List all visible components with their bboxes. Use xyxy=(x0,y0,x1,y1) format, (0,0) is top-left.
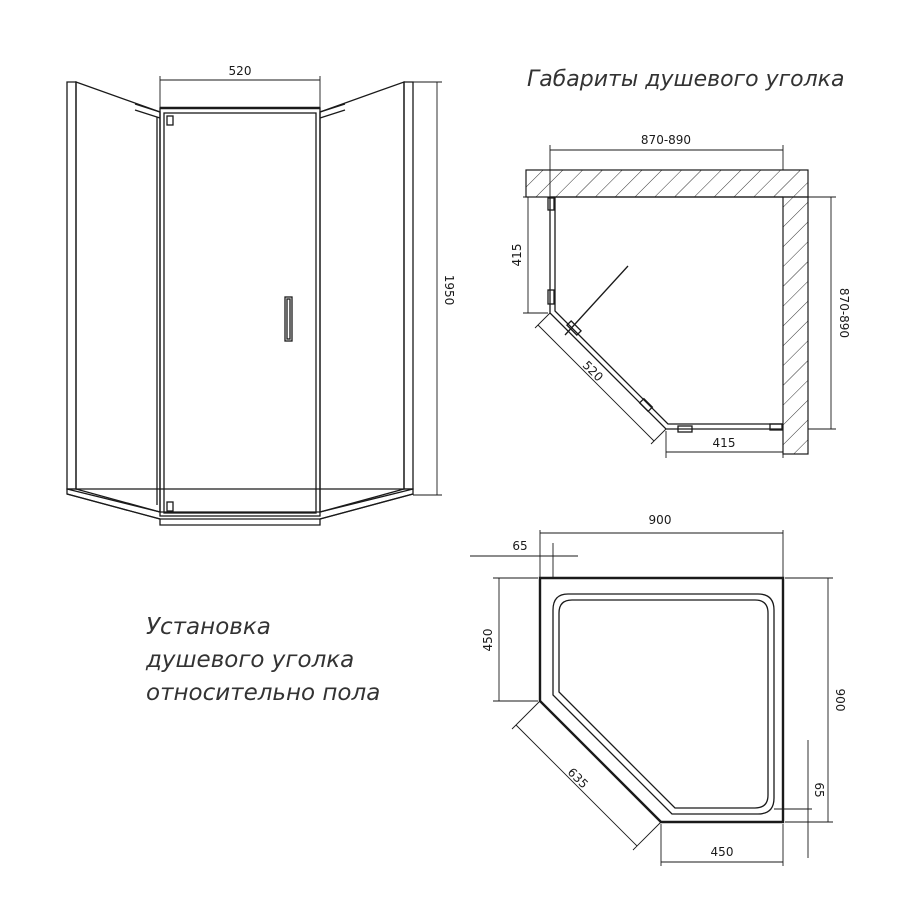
top-side-bottom-label: 415 xyxy=(713,436,736,450)
right-side-panel-edge xyxy=(403,81,414,490)
tray-outline xyxy=(538,576,785,824)
caption: Установка душевого уголка относительно п… xyxy=(145,614,380,706)
caption-line-1: Установка xyxy=(146,614,271,640)
caption-line-3: относительно пола xyxy=(146,680,380,706)
tray-offset-top-label: 65 xyxy=(512,539,527,553)
hinge-bottom xyxy=(166,501,174,512)
door-handle xyxy=(284,296,293,342)
top-view: Габариты душевого уголка 870-890 870-890 xyxy=(510,67,851,458)
tray-side-bottom-label: 450 xyxy=(711,845,734,859)
top-depth-label: 870-890 xyxy=(837,288,851,338)
wall-right xyxy=(782,196,809,455)
dim-height-label: 1950 xyxy=(442,275,456,306)
top-side-left-label: 415 xyxy=(510,244,524,267)
threshold xyxy=(66,488,414,526)
tray-diagonal-label: 635 xyxy=(565,765,591,791)
tray-depth-label: 900 xyxy=(833,689,847,712)
left-side-panel xyxy=(75,81,161,513)
tray-basin-outer xyxy=(552,593,775,815)
left-side-panel-edge xyxy=(66,81,77,490)
top-width-label: 870-890 xyxy=(641,133,691,147)
door-panel xyxy=(159,107,321,517)
tray-offset-right-label: 65 xyxy=(812,782,826,797)
dim-width-label: 520 xyxy=(229,64,252,78)
enclosure-outline xyxy=(549,197,783,430)
front-view: 520 1950 xyxy=(66,64,456,526)
top-diagonal-label: 520 xyxy=(580,358,606,384)
tray-width-label: 900 xyxy=(649,513,672,527)
right-side-panel xyxy=(319,81,405,513)
door-swing-line xyxy=(564,265,629,336)
tray-basin-inner xyxy=(558,599,769,809)
caption-line-2: душевого уголка xyxy=(145,647,354,673)
door-handle-top xyxy=(566,320,582,336)
top-view-title: Габариты душевого уголка xyxy=(527,67,844,92)
hinge-top xyxy=(166,115,174,126)
wall-back xyxy=(525,169,809,198)
tray-side-left-label: 450 xyxy=(481,629,495,652)
tray-view: 900 65 450 900 65 635 450 xyxy=(470,513,847,866)
